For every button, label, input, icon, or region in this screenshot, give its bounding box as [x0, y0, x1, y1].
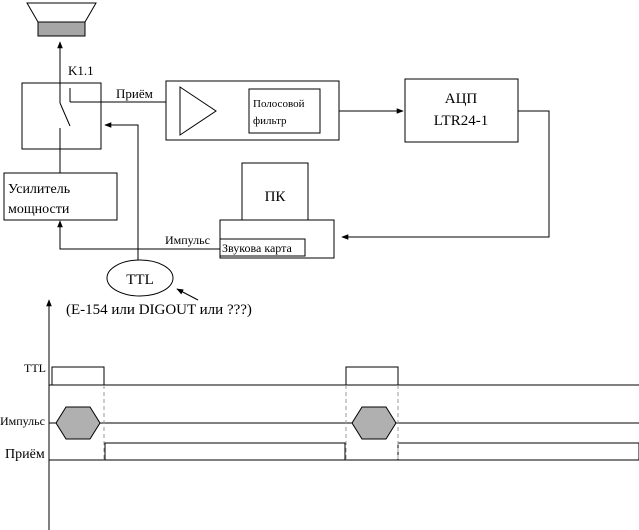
relay-switch	[59, 83, 71, 173]
sound-card-label: Звукова карта	[222, 241, 293, 255]
ttl-to-relay-arrow	[104, 122, 139, 262]
ttl-pulse-2	[345, 366, 399, 386]
bandpass-filter-label-line2: фильтр	[253, 115, 287, 127]
adc-label-line1: АЦП	[445, 91, 478, 107]
preamplifier-triangle-icon	[179, 86, 217, 136]
power-amplifier-box	[3, 172, 118, 221]
ttl-pulse-1	[51, 366, 105, 386]
ttl-source-label: (E-154 или DIGOUT или ???)	[66, 302, 252, 318]
amplifier-label-line1: Усилитель	[8, 182, 70, 197]
pulse-label: Импульс	[165, 233, 210, 247]
receive-window-1	[104, 442, 346, 461]
timing-row-label-receive: Приём	[5, 447, 45, 462]
bandpass-filter-box	[248, 88, 321, 134]
adc-label-line2: LTR24-1	[434, 113, 488, 129]
adc-box	[404, 78, 519, 143]
relay-label: K1.1	[68, 63, 94, 78]
timing-row-label-pulse: Импульс	[0, 414, 45, 428]
relay-box	[21, 82, 102, 150]
receive-window-2	[397, 442, 639, 461]
bandpass-filter-label-line1: Полосовой	[253, 98, 305, 110]
timing-diagram: TTL Импульс Приём	[0, 299, 639, 530]
pulse-to-amplifier-arrow	[57, 220, 220, 250]
speaker-icon	[26, 2, 97, 37]
ttl-label: TTL	[126, 272, 154, 288]
timing-guides	[103, 385, 399, 460]
amplifier-label-line2: мощности	[8, 202, 70, 217]
pulse-burst-1	[55, 406, 101, 440]
pulse-burst-2	[351, 406, 397, 440]
receive-label: Приём	[116, 86, 153, 101]
ttl-ellipse	[106, 259, 174, 297]
adc-to-soundcard-arrow	[341, 110, 550, 240]
sound-card-box	[219, 238, 306, 257]
pc-label: ПК	[265, 189, 287, 205]
timing-row-label-ttl: TTL	[24, 361, 46, 375]
ttl-source-arrow	[176, 288, 199, 301]
